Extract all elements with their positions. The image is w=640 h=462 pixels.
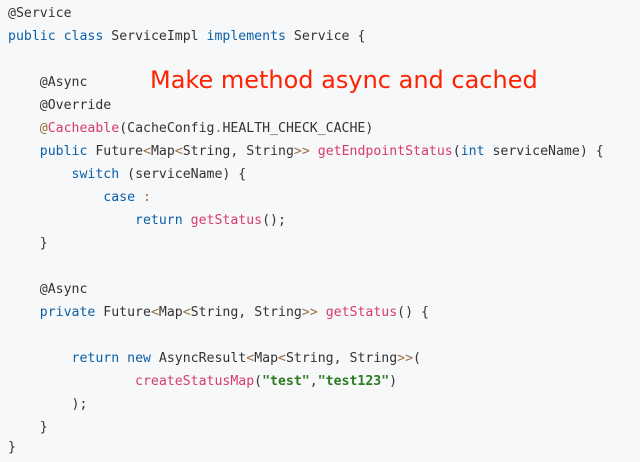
type: String (349, 351, 398, 366)
code-line-7: public Future<Map<String, String>> getEn… (8, 142, 604, 162)
paren: ( (452, 144, 461, 159)
brace: { (595, 144, 604, 159)
brace: { (421, 305, 429, 320)
paren: ( (119, 121, 128, 136)
method-call: getStatus (190, 213, 263, 228)
keyword: private (39, 305, 96, 320)
code-line-20: } (8, 438, 16, 458)
code-line-2: public class ServiceImpl implements Serv… (8, 27, 365, 47)
punctuation: ); (71, 397, 88, 412)
colon: : (143, 190, 151, 205)
annotation-service: @Service (8, 6, 72, 21)
keyword: new (127, 351, 151, 366)
generic-bracket: >> (293, 144, 310, 159)
annotation-async: @Async (39, 282, 88, 297)
keyword: return (135, 213, 183, 228)
interface-name: Service (293, 29, 350, 44)
type: Future (103, 305, 151, 320)
code-line-9: case : (8, 188, 151, 208)
generic-bracket: >> (301, 305, 318, 320)
paren: ( (254, 374, 263, 389)
generic-bracket: < (143, 144, 151, 159)
annotation-async: @Async (39, 75, 88, 90)
code-line-5: @Override (8, 96, 111, 116)
code-line-1: @Service (8, 4, 72, 24)
code-line-11: } (8, 234, 48, 254)
paren: ) (579, 144, 588, 159)
class-name: ServiceImpl (111, 29, 199, 44)
generic-bracket: < (182, 305, 191, 320)
code-line-8: switch (serviceName) { (8, 165, 247, 185)
string-literal: "test" (262, 374, 310, 389)
type: Map (158, 305, 183, 320)
cache-config: CacheConfig (127, 121, 215, 136)
paren: ( (413, 351, 421, 366)
annotation-at: @ (39, 121, 48, 136)
brace: { (238, 167, 247, 182)
method-call: createStatusMap (135, 374, 255, 389)
punctuation: (); (262, 213, 286, 228)
generic-bracket: < (246, 351, 255, 366)
type: String, (285, 351, 342, 366)
code-line-4: @Async (8, 73, 88, 93)
type: String (246, 144, 294, 159)
dot: . (214, 121, 223, 136)
paren: ) (365, 121, 374, 136)
generic-bracket: < (278, 351, 286, 366)
paren: () (397, 305, 414, 320)
keyword: public (8, 29, 56, 44)
brace: } (8, 440, 16, 455)
type: AsyncResult (158, 351, 247, 366)
code-line-18: ); (8, 395, 88, 415)
string-literal: "test123" (317, 374, 390, 389)
annotation-cacheable: Cacheable (47, 121, 120, 136)
keyword: switch (71, 167, 120, 182)
keyword: public (39, 144, 88, 159)
code-line-19: } (8, 418, 48, 438)
type: String, (182, 144, 239, 159)
method-name: getEndpointStatus (317, 144, 453, 159)
keyword: class (63, 29, 104, 44)
code-line-14: private Future<Map<String, String>> getS… (8, 303, 429, 323)
type: Map (150, 144, 175, 159)
method-name: getStatus (325, 305, 398, 320)
type: String (254, 305, 302, 320)
keyword: return (71, 351, 120, 366)
code-line-6: @Cacheable(CacheConfig.HEALTH_CHECK_CACH… (8, 119, 374, 139)
generic-bracket: < (150, 305, 159, 320)
param-name: serviceName (492, 144, 580, 159)
keyword: int (460, 144, 485, 159)
cache-constant: HEALTH_CHECK_CACHE (222, 121, 366, 136)
keyword: implements (206, 29, 286, 44)
code-line-10: return getStatus(); (8, 211, 286, 231)
brace: } (39, 420, 48, 435)
brace: } (39, 236, 48, 251)
code-line-17: createStatusMap("test","test123") (8, 372, 397, 392)
generic-bracket: < (174, 144, 183, 159)
comma: , (309, 374, 318, 389)
switch-condition: (serviceName) (127, 167, 231, 182)
keyword: case (103, 190, 136, 205)
code-line-13: @Async (8, 280, 88, 300)
type: String, (190, 305, 247, 320)
type: Future (95, 144, 143, 159)
callout-label: Make method async and cached (150, 66, 538, 94)
brace: { (357, 29, 366, 44)
paren: ) (389, 374, 398, 389)
annotation-override: @Override (39, 98, 112, 113)
type: Map (254, 351, 279, 366)
code-line-16: return new AsyncResult<Map<String, Strin… (8, 349, 421, 369)
generic-bracket: >> (397, 351, 414, 366)
